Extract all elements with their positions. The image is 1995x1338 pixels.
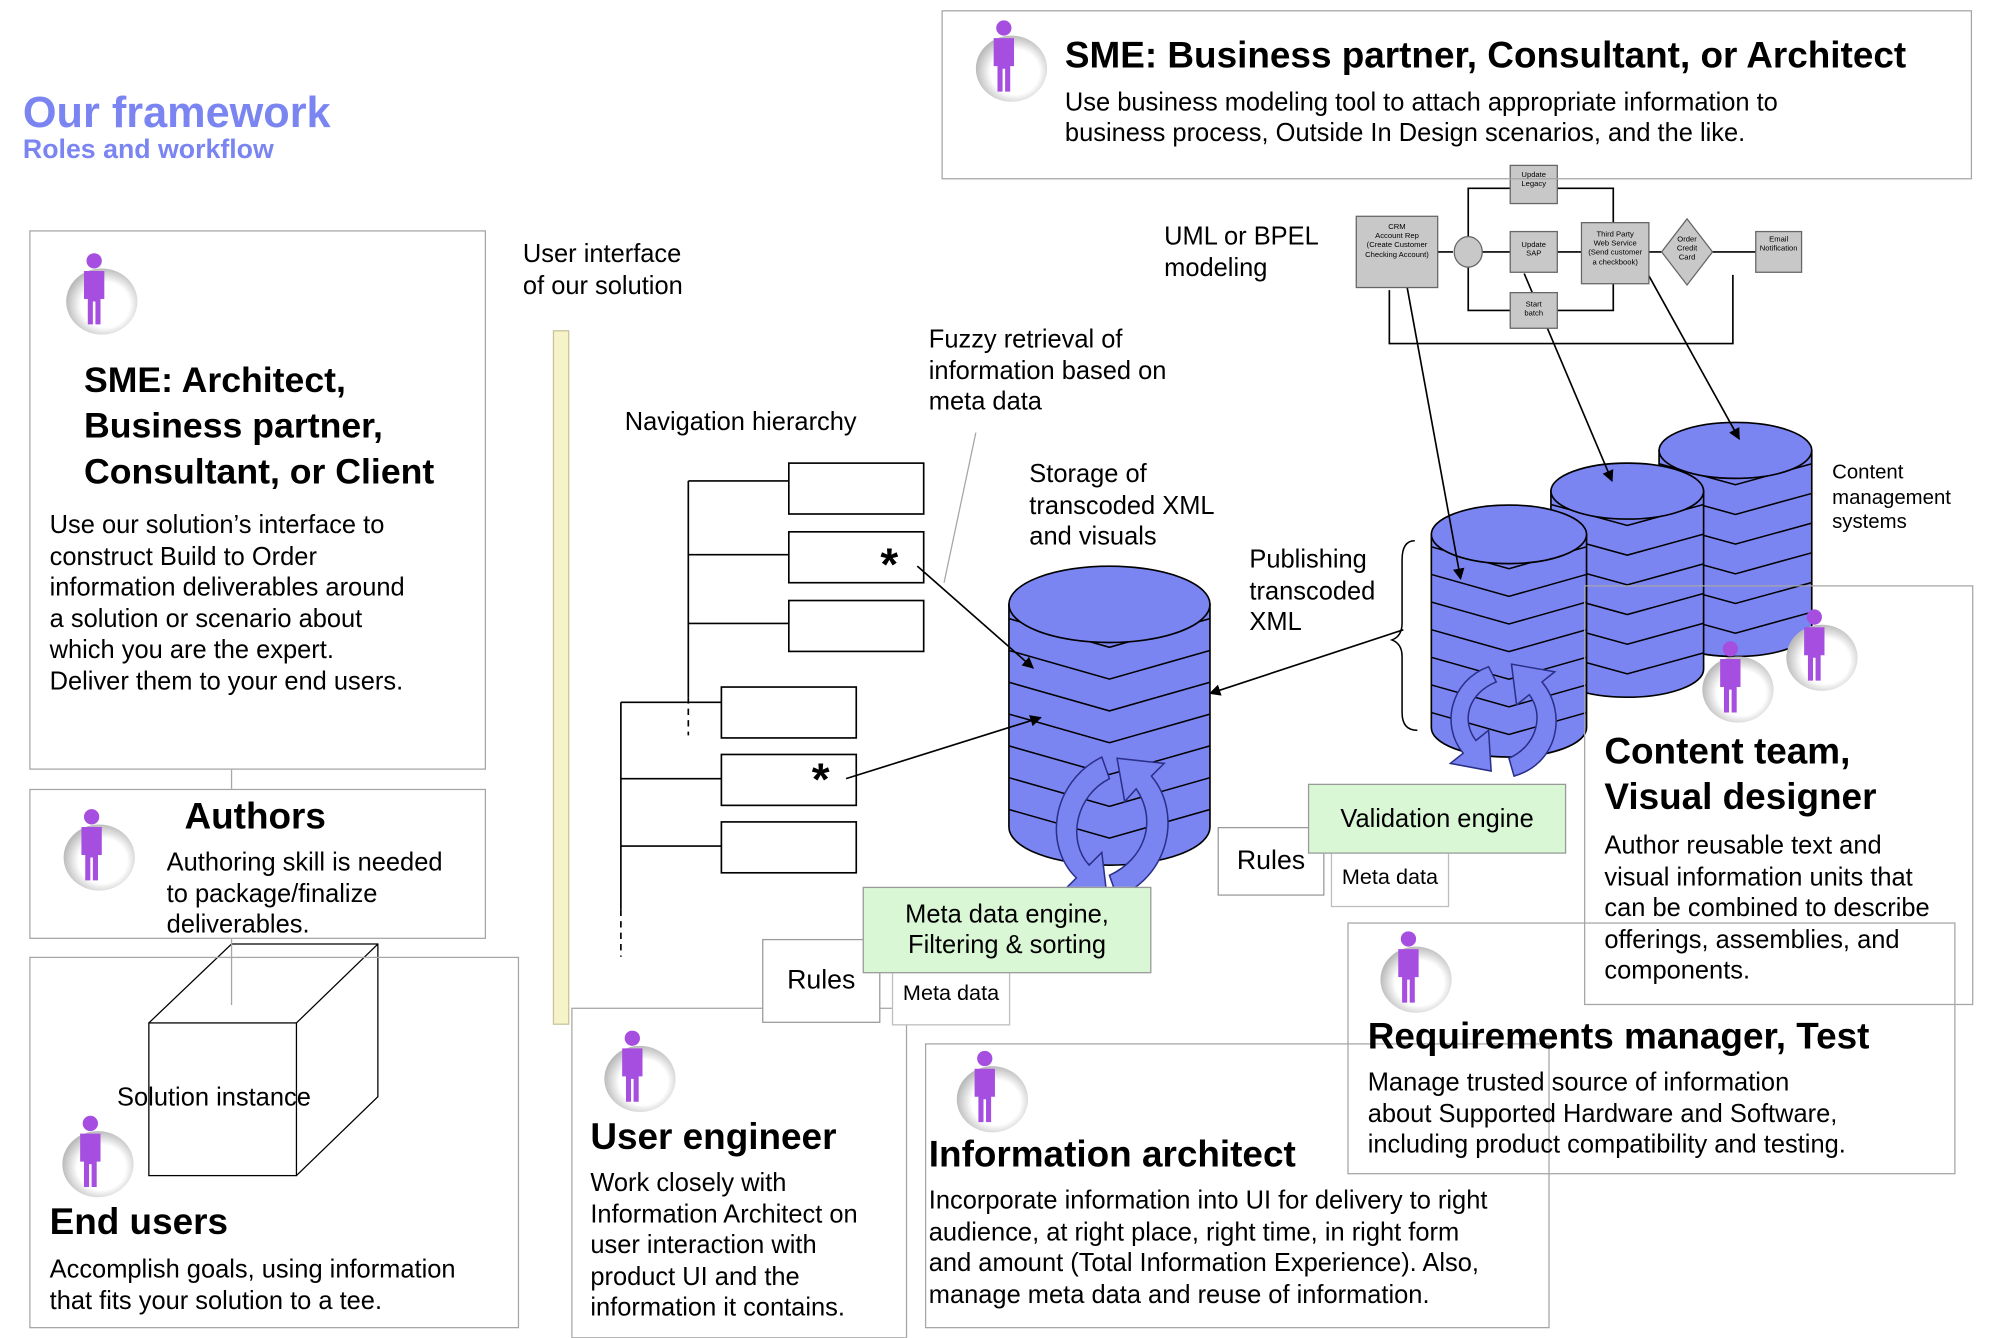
- role-heading-end-users: End users: [49, 1202, 229, 1244]
- fuzzy-label: Fuzzy retrieval of information based on …: [928, 325, 1167, 417]
- role-body-content-team: Author reusable text and visual informat…: [1604, 832, 1930, 985]
- meta-data-box: Meta data: [1330, 847, 1450, 908]
- role-body-req-manager: Manage trusted source of information abo…: [1367, 1068, 1846, 1160]
- role-box-sme-left: [29, 230, 487, 770]
- role-body-sme-top: Use business modeling tool to attach app…: [1064, 89, 1778, 148]
- role-box-info-architect: [924, 1043, 1550, 1329]
- person-icon: [1380, 931, 1452, 1013]
- meta-data-engine: Meta data engine, Filtering & sorting: [862, 886, 1152, 974]
- ui-label: User interface of our solution: [522, 240, 683, 300]
- storage-label: Storage of transcoded XML and visuals: [1029, 460, 1215, 551]
- person-icon: [1786, 609, 1858, 691]
- role-heading-sme-left: SME: Architect, Business partner, Consul…: [83, 360, 435, 492]
- navigation-label: Navigation hierarchy: [624, 408, 857, 437]
- role-heading-authors: Authors: [184, 796, 326, 838]
- flow-node-email: Email Notification: [1759, 236, 1798, 254]
- role-heading-content-team: Content team, Visual designer: [1604, 731, 1877, 819]
- cycle-arrow-icon: [1448, 663, 1557, 778]
- page-title: Our framework: [22, 89, 331, 138]
- flow-node-crm: CRM Account Rep (Create Customer Checkin…: [1365, 223, 1429, 260]
- person-icon: [975, 20, 1048, 102]
- person-icon: [956, 1050, 1029, 1133]
- person-icon: [66, 253, 138, 335]
- nav-node[interactable]: [787, 530, 925, 584]
- nav-node[interactable]: [787, 599, 925, 653]
- rules-box: Rules: [1217, 826, 1325, 896]
- nav-node[interactable]: [787, 462, 925, 515]
- flow-node-credit: Order Credit Card: [1676, 236, 1698, 263]
- nav-node[interactable]: [720, 686, 858, 739]
- role-heading-req-manager: Requirements manager, Test: [1367, 1016, 1870, 1058]
- uml-label: UML or BPEL modeling: [1164, 222, 1319, 282]
- person-icon: [63, 809, 135, 891]
- role-box-authors: [29, 788, 487, 939]
- person-icon: [62, 1115, 134, 1198]
- flow-node-third-party: Third Party Web Service (Send customer a…: [1588, 231, 1643, 267]
- person-icon: [1702, 641, 1774, 723]
- role-body-sme-left: Use our solution’s interface to construc…: [49, 511, 405, 696]
- validation-engine: Validation engine: [1307, 783, 1567, 854]
- ui-bar: [552, 330, 570, 1025]
- cms-label: Content management systems: [1832, 461, 1951, 534]
- flow-node-batch: Start batch: [1524, 301, 1544, 319]
- rules-box: Rules: [762, 938, 881, 1023]
- role-body-info-architect: Incorporate information into UI for deli…: [928, 1187, 1488, 1309]
- role-box-sme-top: [941, 10, 1973, 180]
- role-heading-user-engineer: User engineer: [590, 1117, 837, 1158]
- role-heading-sme-top: SME: Business partner, Consultant, or Ar…: [1064, 35, 1907, 77]
- flow-node-sap: Update SAP: [1521, 241, 1547, 259]
- flow-node-legacy: Update Legacy: [1521, 171, 1547, 189]
- person-icon: [604, 1030, 676, 1112]
- navigation-tree: [620, 462, 925, 957]
- role-body-authors: Authoring skill is needed to package/fin…: [166, 848, 443, 939]
- role-box-content-team: [1584, 585, 1974, 1006]
- solution-instance-label: Solution instance: [117, 1083, 311, 1112]
- role-box-req-manager: [1347, 922, 1956, 1175]
- role-box-end-users: [29, 956, 520, 1329]
- star-marker: *: [880, 538, 899, 591]
- nav-node[interactable]: [720, 821, 858, 874]
- star-marker: *: [811, 753, 830, 806]
- storage-database: [1008, 565, 1211, 866]
- role-body-end-users: Accomplish goals, using information that…: [49, 1255, 456, 1315]
- role-heading-info-architect: Information architect: [928, 1134, 1296, 1176]
- page-subtitle: Roles and workflow: [22, 134, 274, 165]
- nav-node[interactable]: [720, 753, 858, 807]
- role-body-user-engineer: Work closely with Information Architect …: [590, 1169, 858, 1322]
- flow-arrows: [845, 273, 1740, 780]
- publishing-label: Publishing transcoded XML: [1249, 545, 1376, 637]
- bpel-flowchart: [1355, 164, 1803, 345]
